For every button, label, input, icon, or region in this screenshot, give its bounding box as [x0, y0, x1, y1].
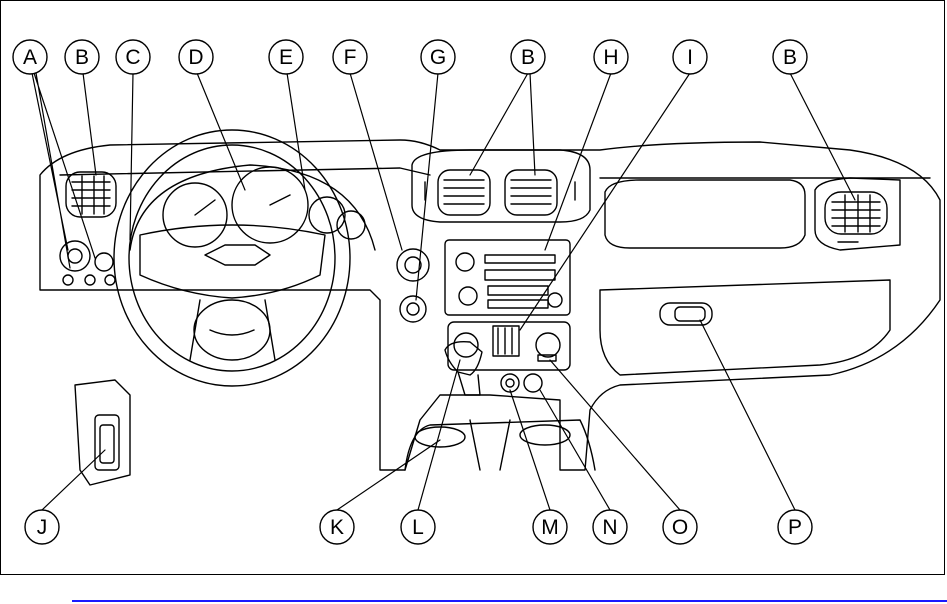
steering-wheel [114, 130, 350, 386]
callout-h: H [594, 40, 628, 74]
ashtray [524, 374, 542, 392]
svg-text:E: E [279, 46, 293, 69]
callout-o: O [663, 510, 697, 544]
callout-m: M [533, 510, 567, 544]
svg-text:D: D [188, 46, 203, 69]
svg-text:M: M [541, 516, 559, 539]
callout-l: L [401, 510, 435, 544]
callout-g: G [421, 40, 455, 74]
callout-b-center: B [511, 40, 545, 74]
svg-text:B: B [521, 46, 535, 69]
glove-box [600, 180, 890, 375]
callout-n: N [593, 510, 627, 544]
svg-text:F: F [344, 46, 357, 69]
svg-text:B: B [783, 46, 797, 69]
callout-b-left: B [65, 40, 99, 74]
callout-b-right: B [773, 40, 807, 74]
headlamp-switch [60, 241, 115, 285]
center-vents [412, 150, 590, 222]
door-panel-switch [75, 380, 130, 485]
callout-p: P [778, 510, 812, 544]
svg-text:A: A [23, 46, 37, 69]
svg-text:N: N [602, 516, 617, 539]
callout-d: D [179, 40, 213, 74]
callout-j: J [25, 510, 59, 544]
svg-text:O: O [672, 516, 688, 539]
ignition-switch [397, 249, 429, 281]
svg-text:J: J [37, 516, 48, 539]
svg-text:H: H [603, 46, 618, 69]
bottom-rule [72, 600, 947, 602]
callout-a: A [13, 40, 47, 74]
cigarette-lighter [501, 374, 519, 392]
leader-lines [32, 73, 855, 510]
audio-system [445, 240, 570, 315]
svg-text:P: P [788, 516, 802, 539]
svg-text:G: G [430, 46, 446, 69]
callout-i: I [673, 40, 707, 74]
svg-text:L: L [412, 516, 424, 539]
callout-e: E [269, 40, 303, 74]
svg-text:I: I [687, 46, 693, 69]
svg-text:C: C [125, 46, 140, 69]
callout-k: K [320, 510, 354, 544]
right-vent [815, 178, 900, 250]
svg-text:K: K [330, 516, 344, 539]
instrument-cluster [130, 165, 375, 250]
svg-text:B: B [75, 46, 89, 69]
callout-c: C [116, 40, 150, 74]
power-outlet [400, 296, 426, 322]
callout-f: F [333, 40, 367, 74]
